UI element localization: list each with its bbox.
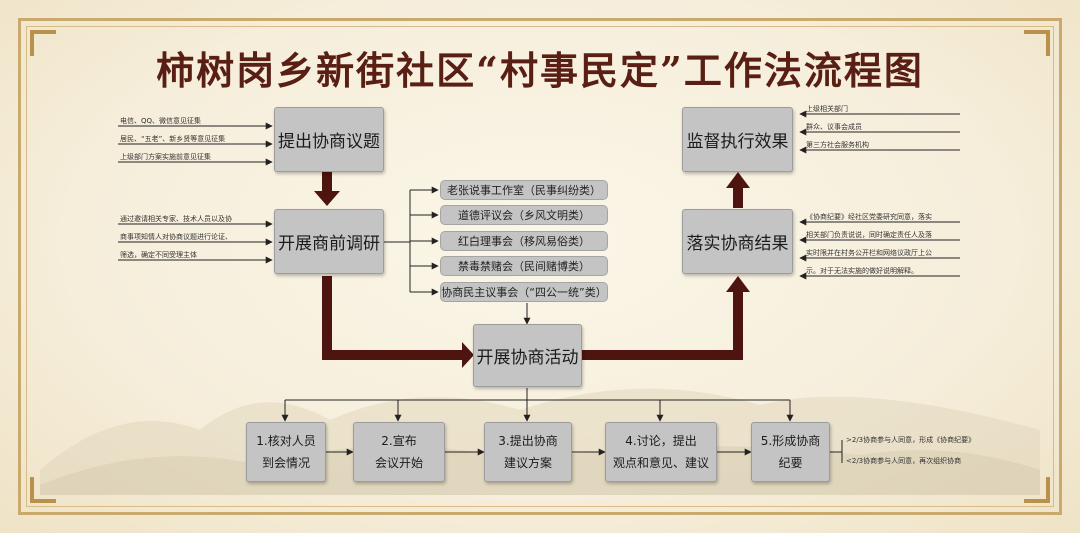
corner-ornament-tr	[1024, 30, 1050, 56]
node-pre-research: 开展商前调研	[274, 209, 384, 274]
step-5-line-2: 纪要	[778, 456, 803, 470]
implement-note-4: 示。对于无法实施的做好说明解释。	[806, 267, 918, 275]
step-1-line-2: 到会情况	[261, 456, 310, 470]
main-arrow-raise-shaft	[322, 172, 332, 192]
input-note-1: 电信、QQ、微信意见征集	[120, 117, 202, 125]
corner-ornament-bl	[30, 477, 56, 503]
input-note-2: 居民、“五老”、新乡贤等意见征集	[120, 135, 226, 143]
step-announce-start: 2.宣布 会议开始	[353, 422, 445, 482]
input-note-3: 上级部门方案实施前意见征集	[120, 153, 211, 161]
node-supervise-effect: 监督执行效果	[682, 107, 793, 172]
corner-ornament-br	[1024, 477, 1050, 503]
outcome-note-approved: >2/3协商参与人同意，形成《协商纪要》	[846, 436, 976, 444]
council-democratic-deliberation: 协商民主议事会（“四公一统”类）	[440, 282, 608, 302]
council-wedding-funeral: 红白理事会（移风易俗类）	[440, 231, 608, 251]
node-consultation-activity: 开展协商活动	[473, 324, 582, 387]
step-1-line-1: 1.核对人员	[256, 434, 316, 448]
step-3-line-1: 3.提出协商	[498, 434, 558, 448]
step-4-line-2: 观点和意见、建议	[612, 456, 709, 470]
implement-note-2: 相关部门负责说说，同时确定责任人及落	[806, 231, 932, 239]
node-raise-topic: 提出协商议题	[274, 107, 384, 172]
main-arrow-left-path	[322, 276, 474, 368]
supervise-note-1: 上级相关部门	[806, 105, 848, 113]
outcome-note-rejected: <2/3协商参与人同意，再次组织协商	[846, 457, 962, 465]
step-3-line-2: 建议方案	[503, 456, 552, 470]
main-arrow-supervise-shaft	[733, 186, 743, 208]
outer-frame	[18, 18, 1062, 515]
step-2-line-1: 2.宣布	[381, 434, 417, 448]
step-verify-attendance: 1.核对人员 到会情况	[246, 422, 326, 482]
implement-note-3: 实时限并在村务公开栏和网络议政厅上公	[806, 249, 932, 257]
council-moral-review: 道德评议会（乡风文明类）	[440, 205, 608, 225]
main-arrow-right-path	[582, 276, 750, 360]
corner-ornament-tl	[30, 30, 56, 56]
supervise-note-2: 群众、议事会成员	[806, 123, 862, 131]
supervise-note-3: 第三方社会服务机构	[806, 141, 869, 149]
research-note-3: 筛选，确定不同受理主体	[120, 251, 197, 259]
council-laozhang-studio: 老张说事工作室（民事纠纷类）	[440, 180, 608, 200]
step-2-line-2: 会议开始	[374, 456, 423, 470]
page-title: 柿树岗乡新街社区“村事民定”工作法流程图	[156, 48, 924, 93]
step-form-minutes: 5.形成协商 纪要	[751, 422, 830, 482]
step-5-line-1: 5.形成协商	[760, 434, 821, 448]
implement-note-1: 《协商纪要》经社区党委研究同意，落实	[806, 213, 932, 221]
inner-frame	[26, 26, 1054, 507]
step-propose-plan: 3.提出协商 建议方案	[484, 422, 572, 482]
main-arrow-raise-head	[314, 191, 340, 206]
main-arrow-supervise-head	[726, 172, 750, 188]
step-discuss: 4.讨论，提出 观点和意见、建议	[605, 422, 717, 482]
council-anti-drug-gambling: 禁毒禁赌会（民间赌博类）	[440, 256, 608, 276]
research-note-2: 商事项知情人对协商议题进行论证、	[120, 233, 232, 241]
research-note-1: 通过邀请相关专家、技术人员以及协	[120, 215, 232, 223]
node-implement-results: 落实协商结果	[682, 209, 793, 274]
step-4-line-1: 4.讨论，提出	[625, 434, 697, 448]
